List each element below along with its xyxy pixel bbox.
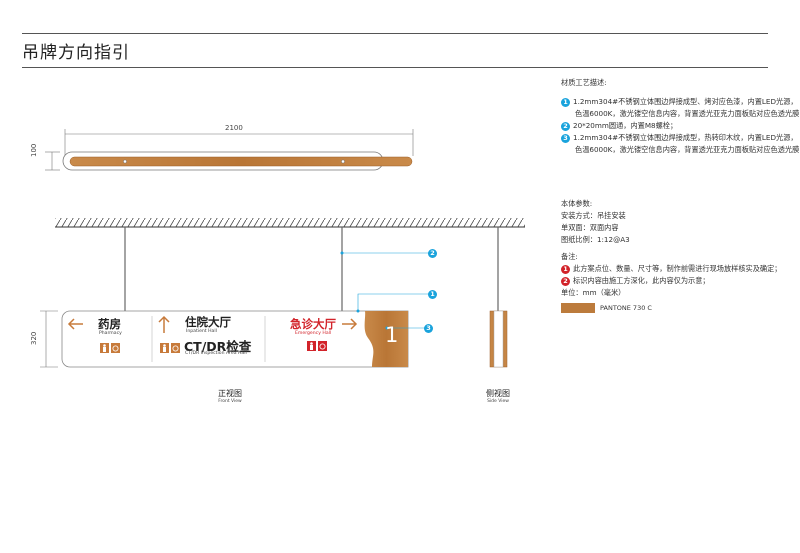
restroom-icon-pharmacy — [100, 343, 109, 353]
ceiling — [55, 218, 525, 228]
wood-panel-number: 1 — [385, 323, 399, 347]
material-item-1-line-2: 色温6000K，激光镂空信息内容，背置透光亚克力面板贴对应色透光膜； — [575, 109, 800, 118]
top-rule — [22, 33, 768, 34]
material-item-1-number: 1 — [561, 97, 570, 107]
arrow-right-icon — [342, 318, 358, 330]
note-item-2-number: 2 — [561, 276, 570, 286]
width-dimension-label: 2100 — [225, 124, 243, 132]
front-height-label: 320 — [30, 331, 38, 345]
panel-emergency-cn: 急诊大厅 — [290, 317, 336, 331]
panel-inpatient-cn: 住院大厅 — [185, 315, 231, 329]
page-title: 吊牌方向指引 — [22, 43, 130, 63]
callout-marker-1: 1 — [428, 290, 437, 299]
panel-emergency-en: Emergency Hall — [295, 331, 332, 336]
front-sign — [61, 310, 409, 368]
panel-inpatient-en: Inpatient Hall — [186, 329, 217, 334]
material-item-3-line-2: 色温6000K，激光镂空信息内容，背置透光亚克力面板贴对应色透光膜； — [575, 145, 800, 154]
note-item-2-text: 标识内容由施工方深化，此内容仅为示意； — [573, 276, 710, 285]
callout-marker-2: 2 — [428, 249, 437, 258]
side-view-caption: 侧视图 Side View — [468, 388, 528, 404]
side-view-caption-cn: 侧视图 — [486, 389, 510, 398]
material-item-3-line-1: 1.2mm304#不锈钢立体围边焊接成型，热转印木纹，内置LED光源， — [573, 133, 798, 142]
callout-lines — [342, 252, 432, 329]
top-view — [45, 129, 414, 171]
arrow-up-icon — [158, 315, 170, 333]
side-view-sign — [489, 310, 508, 368]
material-item-1-line-1: 1.2mm304#不锈钢立体围边焊接成型、烤对应色漆，内置LED光源， — [573, 97, 798, 106]
body-param-sides: 单双面：双面内容 — [561, 223, 619, 232]
material-item-2-number: 2 — [561, 121, 570, 131]
callout-marker-3: 3 — [424, 324, 433, 333]
panel-pharmacy-en: Pharmacy — [99, 331, 122, 336]
wood-end-panel — [364, 311, 408, 367]
pantone-label: PANTONE 730 C — [600, 304, 652, 312]
front-view-caption-cn: 正视图 — [218, 389, 242, 398]
accessible-icon-inpatient — [171, 343, 180, 353]
unit-label: 单位：mm（毫米） — [561, 288, 626, 297]
side-view-caption-en: Side View — [487, 399, 509, 404]
note-item-1-number: 1 — [561, 264, 570, 274]
top-view-wood — [69, 156, 413, 167]
title-rule — [22, 67, 768, 68]
panel-ctdr-cn: CT/DR检查 — [184, 339, 252, 354]
restroom-icon-emergency — [307, 341, 316, 351]
body-param-install: 安装方式：吊挂安装 — [561, 211, 626, 220]
pantone-swatch — [561, 303, 595, 313]
front-view-caption-en: Front View — [218, 399, 242, 404]
accessible-icon-emergency — [318, 341, 327, 351]
body-params-title: 本体参数: — [561, 199, 593, 208]
arrow-left-icon — [67, 318, 83, 330]
front-height-dimension — [40, 310, 58, 368]
restroom-icon-inpatient — [160, 343, 169, 353]
front-view-caption: 正视图 Front View — [200, 388, 260, 404]
accessible-icon-pharmacy — [111, 343, 120, 353]
material-item-2-line-1: 20*20mm圆通，内置M8螺栓； — [573, 121, 678, 130]
material-spec-title: 材质工艺描述: — [561, 78, 607, 87]
material-item-3-number: 3 — [561, 133, 570, 143]
depth-dimension-label: 100 — [30, 143, 38, 157]
panel-ctdr-en: CT/DR Inspection Area Hall — [185, 351, 247, 356]
notes-title: 备注: — [561, 252, 578, 261]
body-param-scale: 图纸比例：1:12@A3 — [561, 235, 630, 244]
panel-pharmacy-cn: 药房 — [98, 317, 121, 331]
note-item-1-text: 此方案点位、数量、尺寸等，制作前需进行现场放样核实及确定； — [573, 264, 782, 273]
